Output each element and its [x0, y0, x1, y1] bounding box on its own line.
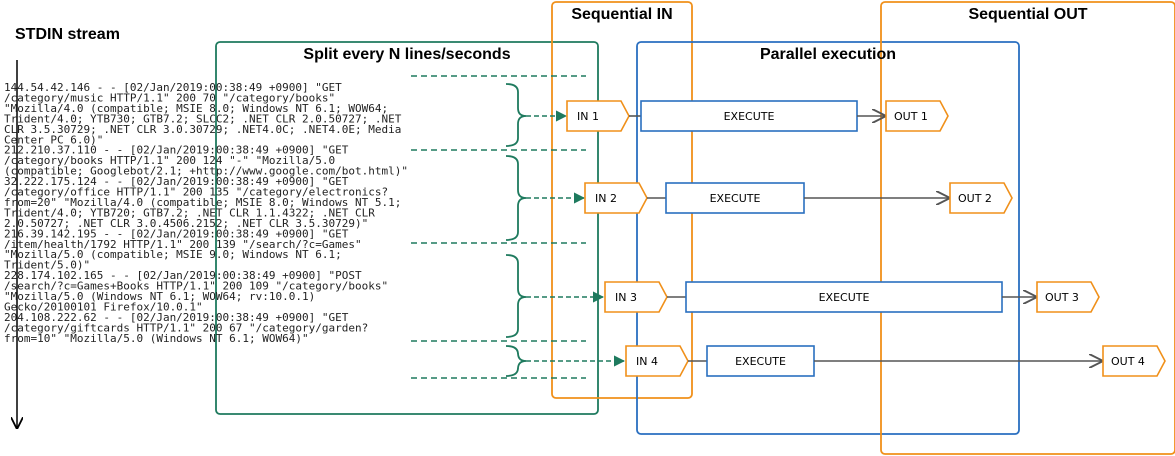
chunk-brace	[505, 155, 527, 241]
out-box	[885, 100, 949, 132]
log-line: "Mozilla/5.0 (compatible; MSIE 9.0; Wind…	[4, 248, 342, 261]
execute-label: EXECUTE	[819, 291, 870, 304]
in-box	[584, 182, 648, 214]
out-label: OUT 4	[1111, 355, 1145, 368]
log-line: Trident/4.0; YTB720; GTB7.2; .NET CLR 1.…	[4, 206, 375, 219]
in-label: IN 1	[577, 110, 599, 123]
execute-box	[640, 100, 858, 132]
log-line: /search/?c=Games+Books HTTP/1.1" 200 109…	[4, 280, 388, 293]
sequential-out-title: Sequential OUT	[968, 6, 1087, 23]
log-line: /category/giftcards HTTP/1.1" 200 67 "/c…	[4, 321, 368, 334]
out-box	[1036, 281, 1100, 313]
split-region	[215, 41, 599, 415]
log-line: Gecko/20100101 Firefox/10.0.1"	[4, 300, 203, 313]
out-label: OUT 2	[958, 192, 992, 205]
chunk-brace	[505, 254, 527, 338]
log-line: (compatible; Googlebot/2.1; +http://www.…	[4, 165, 408, 178]
flow-group: IN 1 EXECUTE OUT 1 IN 2 EXECUTE OUT 2 IN 3 EXEC…	[411, 75, 1166, 379]
stdin-title: STDIN stream	[15, 26, 120, 43]
log-line: /category/music HTTP/1.1" 200 70 "/categ…	[4, 92, 335, 105]
out-box	[949, 182, 1013, 214]
log-line: from=10" "Mozilla/5.0 (Windows NT 6.1; W…	[4, 332, 309, 345]
chunk-brace	[505, 83, 527, 147]
parallel-region	[636, 41, 1020, 435]
log-line: 228.174.102.165 - - [02/Jan/2019:00:38:4…	[4, 269, 362, 282]
in-label: IN 2	[595, 192, 617, 205]
log-line: 144.54.42.146 - - [02/Jan/2019:00:38:49 …	[4, 81, 342, 94]
in-label: IN 4	[636, 355, 658, 368]
log-line: "Mozilla/5.0 (Windows NT 6.1; WOW64; rv:…	[4, 290, 315, 303]
in-label: IN 3	[615, 291, 637, 304]
execute-box	[706, 345, 815, 377]
in-box	[625, 345, 689, 377]
sequential-out-region	[880, 1, 1175, 455]
out-box	[1102, 345, 1166, 377]
log-line: 212.210.37.110 - - [02/Jan/2019:00:38:49…	[4, 144, 349, 157]
execute-box	[665, 182, 805, 214]
execute-box	[685, 281, 1003, 313]
log-line: 204.108.222.62 - - [02/Jan/2019:00:38:49…	[4, 311, 349, 324]
log-line: /category/office HTTP/1.1" 200 135 "/cat…	[4, 186, 388, 199]
log-line: "Mozilla/4.0 (compatible; MSIE 8.0; Wind…	[4, 102, 388, 115]
log-line: Trident/4.0; YTB730; GTB7.2; SLCC2; .NET…	[4, 112, 402, 125]
split-title: Split every N lines/seconds	[303, 46, 510, 63]
execute-label: EXECUTE	[735, 355, 786, 368]
log-line: from=20" "Mozilla/4.0 (compatible; MSIE …	[4, 196, 401, 209]
execute-label: EXECUTE	[710, 192, 761, 205]
log-line: 2.0.50727; .NET CLR 3.0.4506.2152; .NET …	[4, 217, 368, 230]
in-box	[566, 100, 630, 132]
log-text-block: 144.54.42.146 - - [02/Jan/2019:00:38:49 …	[4, 81, 408, 345]
sequential-in-title: Sequential IN	[571, 6, 672, 23]
log-line: /category/books HTTP/1.1" 200 124 "-" "M…	[4, 154, 335, 167]
log-line: Trident/5.0)"	[4, 259, 90, 272]
out-label: OUT 1	[894, 110, 928, 123]
log-line: /item/health/1792 HTTP/1.1" 200 139 "/se…	[4, 238, 362, 251]
execute-label: EXECUTE	[724, 110, 775, 123]
chunk-brace	[505, 345, 527, 377]
parallel-title: Parallel execution	[760, 46, 896, 63]
in-box	[604, 281, 668, 313]
log-line: Center PC 6.0)"	[4, 133, 103, 146]
log-line: 216.39.142.195 - - [02/Jan/2019:00:38:49…	[4, 227, 349, 240]
log-line: CLR 3.5.30729; .NET CLR 3.0.30729; .NET4…	[4, 123, 401, 136]
out-label: OUT 3	[1045, 291, 1079, 304]
log-line: 32.222.175.124 - - [02/Jan/2019:00:38:49…	[4, 175, 349, 188]
